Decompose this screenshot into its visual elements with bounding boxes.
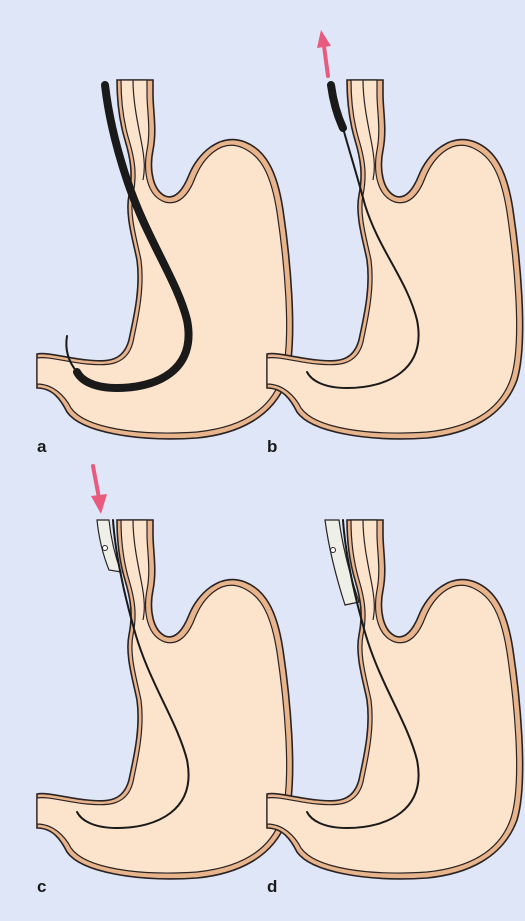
panel-label-d: d: [267, 877, 277, 896]
panel-label-a: a: [37, 437, 47, 456]
tube-side-hole: [103, 546, 108, 551]
tube-side-hole: [331, 548, 336, 553]
panel-label-c: c: [37, 877, 46, 896]
panel-label-b: b: [267, 437, 277, 456]
